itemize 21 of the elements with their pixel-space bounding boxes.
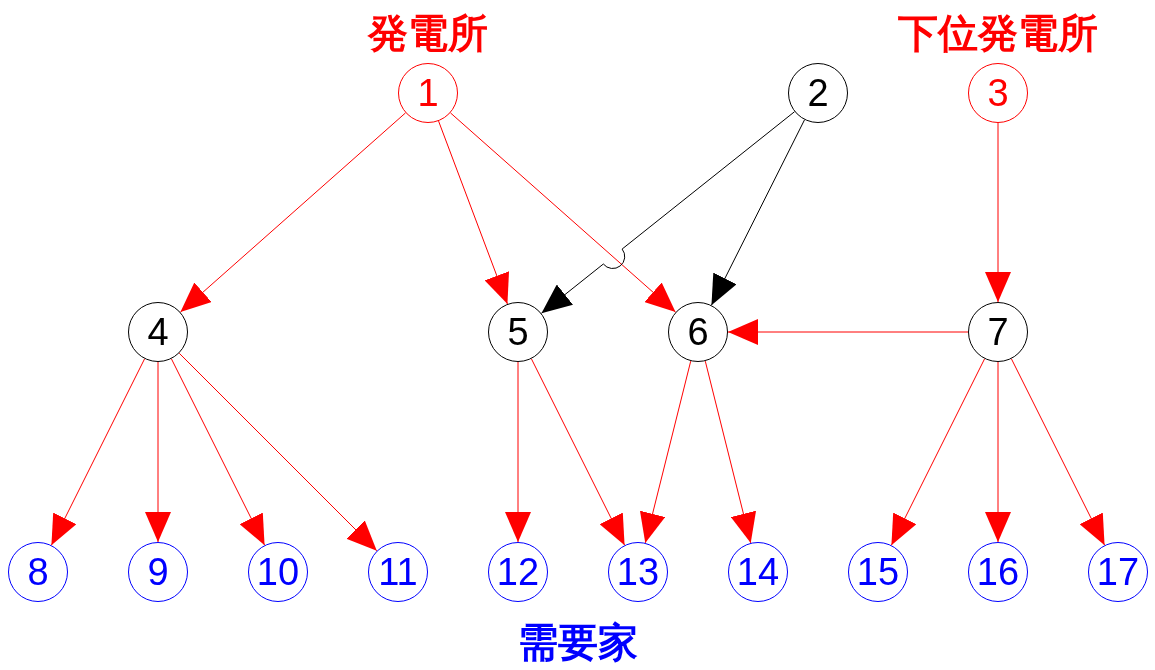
arrow bbox=[1010, 358, 1106, 546]
arrow bbox=[985, 122, 1011, 303]
arrow bbox=[704, 360, 757, 544]
arrow bbox=[50, 358, 146, 546]
arrow bbox=[710, 119, 806, 306]
arrow bbox=[505, 361, 531, 543]
arrow bbox=[178, 352, 378, 552]
arrow bbox=[145, 361, 171, 543]
group-label: 需要家 bbox=[518, 620, 638, 664]
arrow bbox=[449, 112, 677, 313]
arrow bbox=[985, 361, 1011, 543]
arrow bbox=[170, 358, 266, 546]
arrow bbox=[639, 360, 692, 544]
arrow bbox=[530, 358, 626, 546]
arrow bbox=[727, 319, 969, 345]
heading-label: 発電所 bbox=[368, 11, 488, 55]
arrow bbox=[438, 120, 509, 305]
heading-label: 下位発電所 bbox=[898, 11, 1098, 55]
arrow bbox=[179, 112, 407, 313]
arrow bbox=[890, 358, 986, 546]
arrow bbox=[540, 111, 796, 314]
